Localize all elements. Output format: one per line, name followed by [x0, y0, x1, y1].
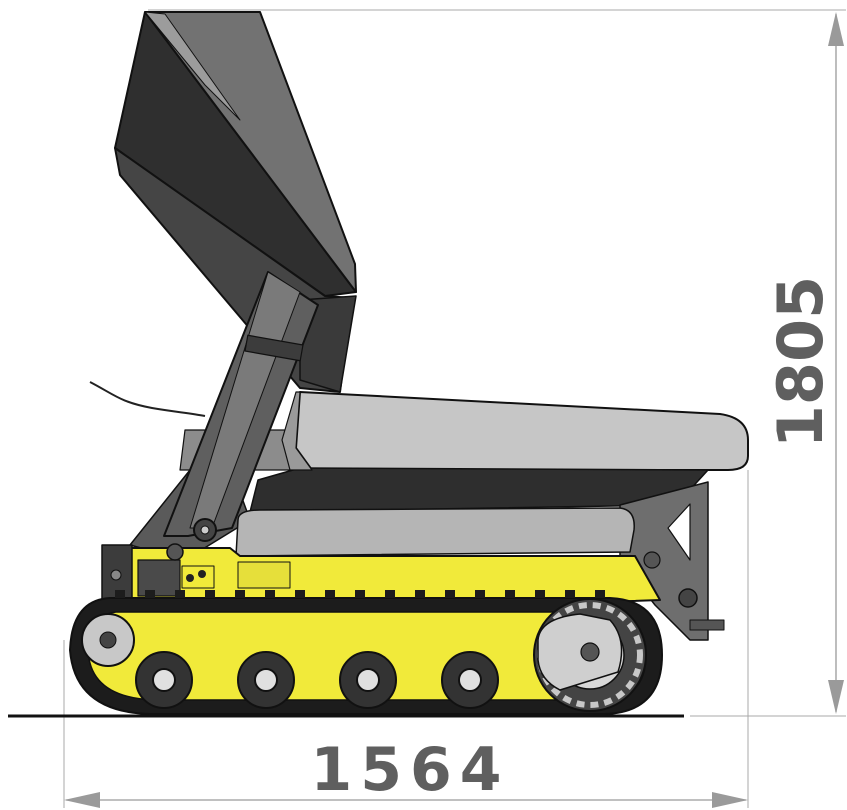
platform-top [295, 391, 749, 471]
chassis-label-plate [237, 561, 291, 589]
control-box-knob [110, 569, 122, 581]
rear-control-box [101, 544, 133, 606]
cable [89, 381, 206, 417]
road-wheels [135, 651, 499, 709]
arm-clamp [244, 334, 304, 362]
rear-idler-hub [99, 631, 117, 649]
front-bracket-bolt-2 [643, 551, 661, 569]
track-cleats [115, 590, 605, 598]
tray-body [235, 507, 635, 557]
length-arrow-left-icon [64, 792, 100, 808]
height-arrow-bottom-icon [828, 680, 844, 714]
arm-pivot-bolt-inner [200, 525, 210, 535]
front-bracket-pin-plate [689, 619, 725, 631]
height-arrow-top-icon [828, 12, 844, 46]
sprocket-cover-plate [537, 613, 623, 691]
road-wheel-1-hub [152, 668, 176, 692]
platform-side-left [281, 391, 313, 471]
chassis-sticker-dot-2 [198, 570, 206, 578]
front-bracket [619, 481, 725, 641]
hopper-top-lip [144, 11, 241, 121]
road-wheel-2-hub [254, 668, 278, 692]
dimension-lines [63, 9, 846, 808]
sprocket-hub [580, 642, 600, 662]
road-wheel-3-hub [356, 668, 380, 692]
length-dimension: 1564 [64, 735, 748, 808]
length-arrow-right-icon [712, 792, 748, 808]
front-bracket-bolt [678, 588, 698, 608]
drive-sprocket [533, 598, 647, 712]
raised-hopper [114, 11, 357, 393]
lifting-arm [163, 271, 319, 561]
front-bracket-cutout [667, 503, 691, 561]
chassis-control-panel [137, 559, 181, 597]
length-dimension-label: 1564 [311, 735, 510, 805]
height-dimension-label: 1805 [764, 276, 837, 449]
crawler-track [69, 590, 663, 715]
height-dimension: 1805 [764, 12, 844, 714]
hopper-top-face [144, 11, 357, 293]
dumper-machine [69, 11, 749, 715]
platform-body [249, 391, 749, 513]
chassis-sticker-dot-1 [186, 574, 194, 582]
arm-lower-bolt [166, 543, 184, 561]
chassis-warning-sticker [181, 565, 215, 589]
road-wheel-4-hub [458, 668, 482, 692]
